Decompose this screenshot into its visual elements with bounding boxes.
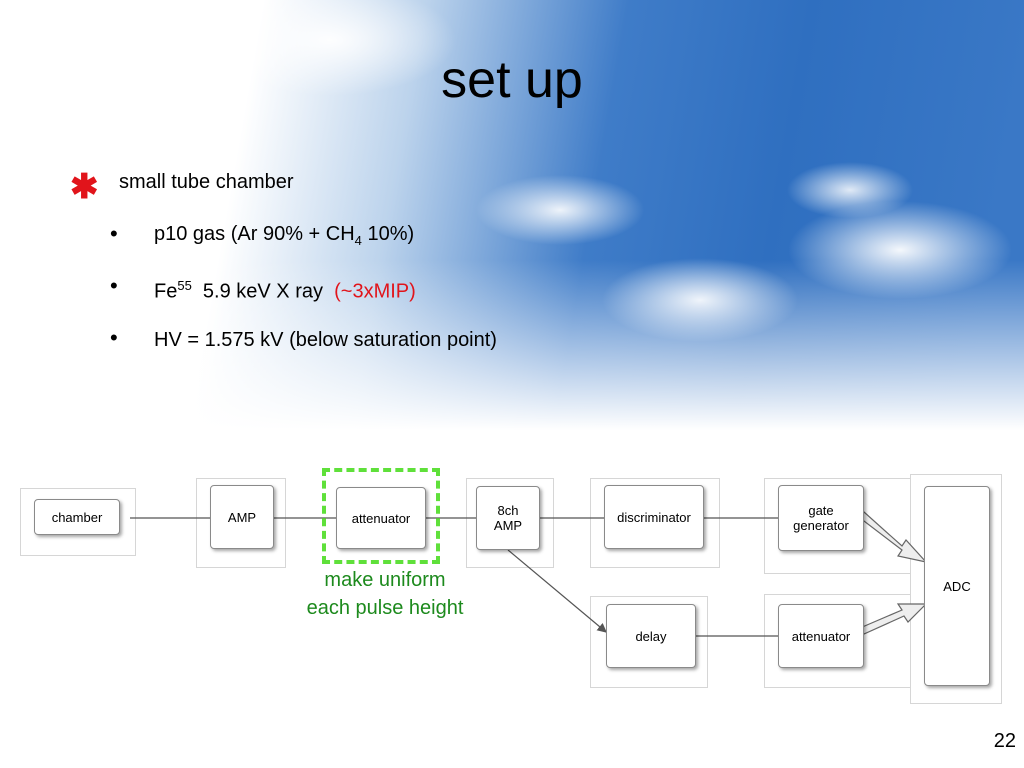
bullet-sub1: p10 gas (Ar 90% + CH4 10%) [154,222,414,253]
highlight-note: make uniform each pulse height [306,569,464,619]
bullet-main: small tube chamber [119,171,294,193]
bullet-sub2-superscript: 55 [177,278,192,293]
bullet-dot-icon: • [110,273,118,298]
box-attenuator-1: attenuator [336,487,426,549]
box-amp: AMP [210,485,274,549]
bullet-sub1-subscript: 4 [354,233,362,248]
highlight-frame [322,468,440,564]
asterisk-bullet-icon: ✱ [70,168,99,206]
box-adc: ADC [924,486,990,686]
arrow-gate-adc [859,511,928,563]
bullet-sub2: Fe55 5.9 keV X ray (~3xMIP) [154,274,416,304]
bullet-sub2-red-text: (~3xMIP) [334,280,416,303]
box-delay: delay [606,604,696,668]
bullet-dot-icon: • [110,221,118,246]
bullet-sub2-text-mid: 5.9 keV X ray [191,280,335,303]
box-discriminator: discriminator [604,485,704,549]
bullet-sub3: HV = 1.575 kV (below saturation point) [154,329,497,351]
bullet-dot-icon: • [110,325,118,350]
box-8ch-amp: 8ch AMP [476,486,540,550]
page-number: 22 [993,730,1016,752]
bullet-sub1-text-end: 10%) [361,223,415,245]
bullet-sub2-text: Fe [154,280,178,303]
wire-8champ-delay [507,549,607,633]
box-gate-generator: gate generator [778,485,864,551]
box-attenuator-2: attenuator [778,604,864,668]
slide-title: set up [441,51,583,109]
arrow-attenuator-adc [859,603,928,635]
bullet-sub1-text: p10 gas (Ar 90% + CH [154,223,355,245]
box-chamber: chamber [34,499,120,535]
